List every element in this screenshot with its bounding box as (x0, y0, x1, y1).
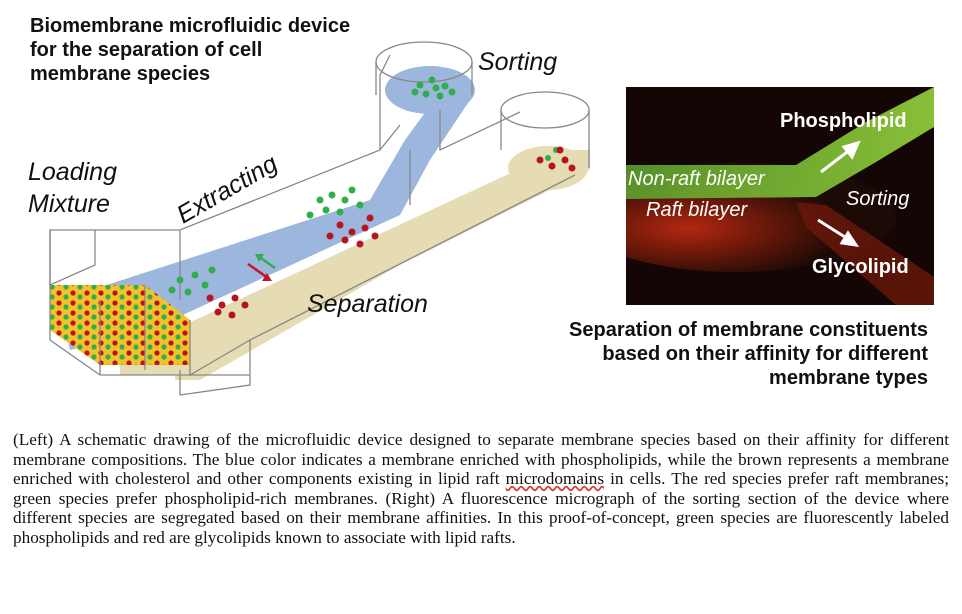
figure-description: (Left) A schematic drawing of the microf… (13, 430, 949, 548)
micrograph-caption: Separation of membrane constituents base… (470, 318, 928, 390)
label-loading: Loading (28, 158, 117, 186)
red-species-dots (206, 146, 576, 319)
label-sorting: Sorting (478, 48, 558, 76)
description-underlined-term: microdomains (505, 469, 605, 489)
arrow-down-icon (817, 218, 849, 241)
label-non-raft-bilayer: Non-raft bilayer (628, 168, 765, 190)
direction-arrows (247, 254, 276, 281)
label-micrograph-sorting: Sorting (846, 188, 910, 210)
green-band (626, 87, 934, 199)
label-raft-bilayer: Raft bilayer (646, 199, 748, 221)
label-glycolipid: Glycolipid (812, 256, 909, 278)
fluorescence-micrograph (626, 87, 934, 305)
label-separation: Separation (307, 290, 428, 318)
arrow-up-icon (820, 147, 852, 174)
caption-line-2: based on their affinity for different (602, 343, 928, 365)
microfluidic-device-schematic (49, 41, 590, 396)
title-line-1: Biomembrane microfluidic device (30, 15, 351, 37)
brown-membrane-fill (175, 178, 530, 380)
blue-sorting-reservoir (385, 66, 475, 114)
device-outline (49, 41, 590, 396)
label-phospholipid: Phospholipid (780, 110, 907, 132)
green-species-dots (168, 76, 559, 296)
description-part-1: (Left) A schematic drawing of the microf… (13, 430, 949, 489)
label-mixture: Mixture (28, 190, 110, 218)
blue-membrane-channel (60, 92, 470, 350)
caption-line-1: Separation of membrane constituents (569, 319, 928, 341)
title-line-2: for the separation of cell (30, 39, 263, 61)
diagram-title: Biomembrane microfluidic device for the … (30, 14, 430, 86)
caption-line-3: membrane types (769, 367, 928, 389)
description-part-2: in cells. The red species prefer raft me… (13, 469, 949, 547)
loading-mixture-region (50, 285, 190, 365)
title-line-3: membrane species (30, 63, 211, 85)
brown-sorting-reservoir (508, 146, 588, 190)
